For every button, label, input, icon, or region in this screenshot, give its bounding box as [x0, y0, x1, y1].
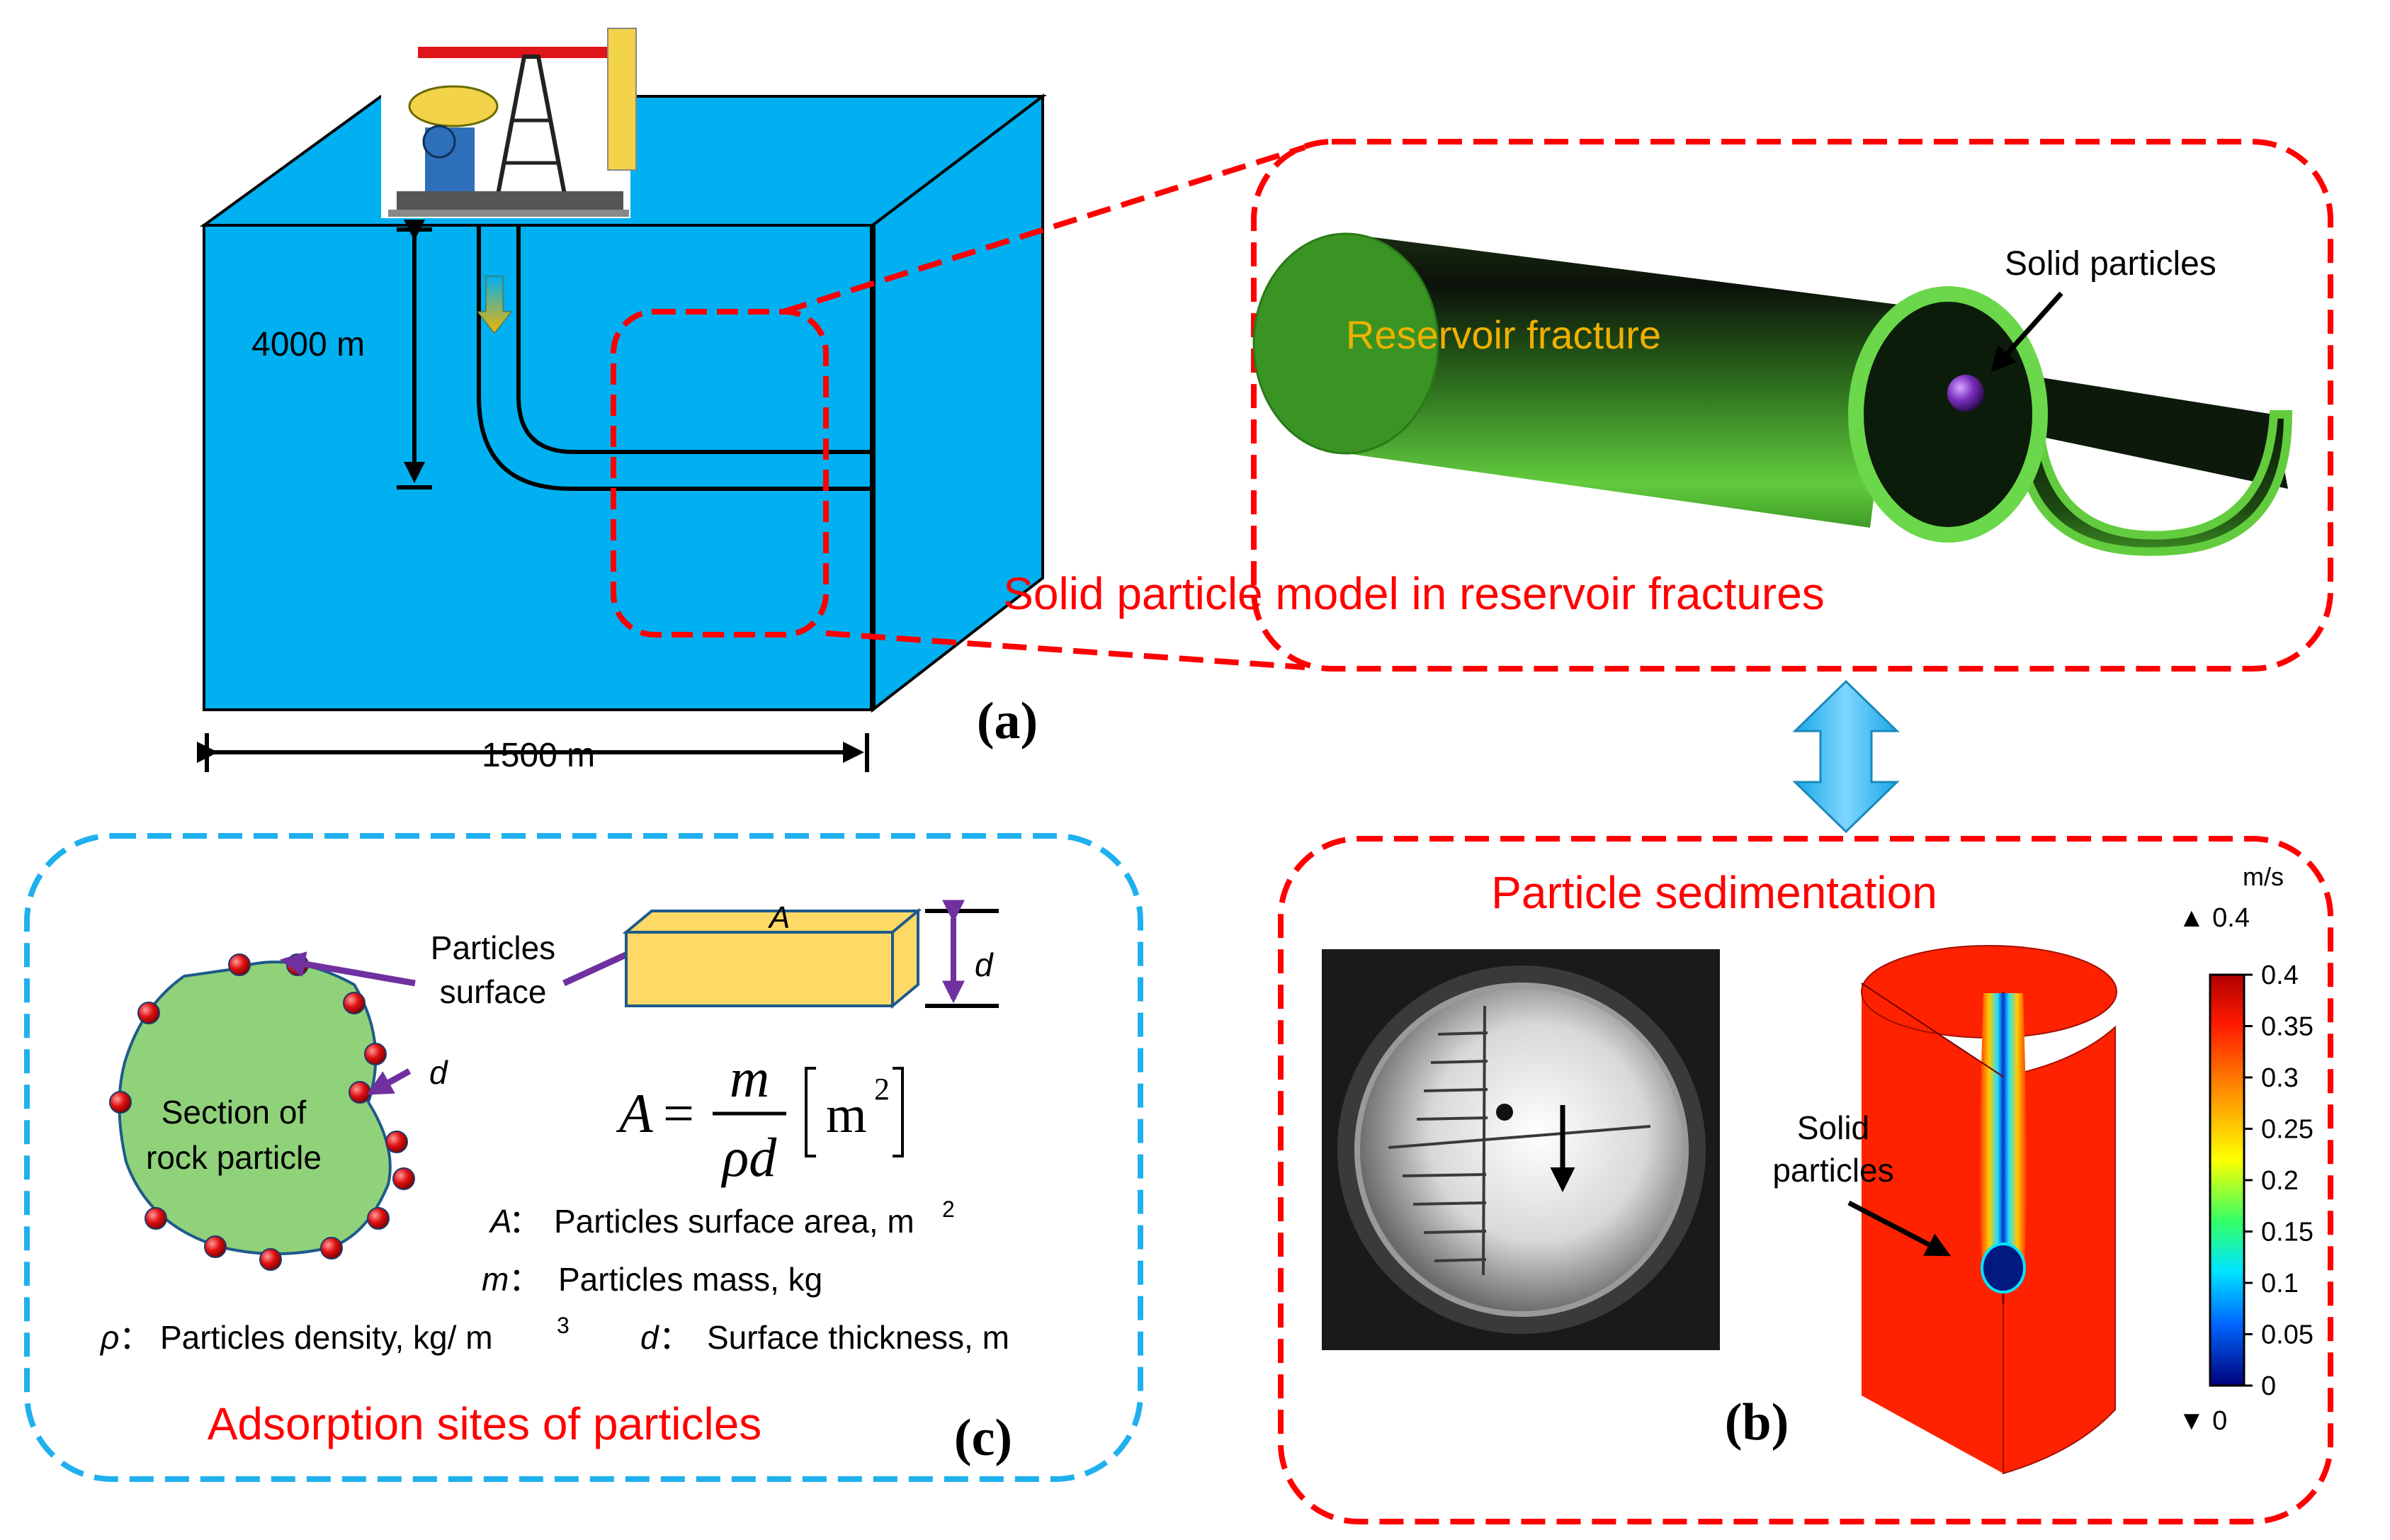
legend-text: Particles density, kg/ m [160, 1319, 493, 1356]
legend-separator: ： [659, 1319, 691, 1356]
legend-symbol: d [640, 1319, 659, 1356]
thickness-symbol-rock: d [429, 1054, 448, 1091]
section-label-2: rock particle [146, 1139, 322, 1176]
width-dimension [197, 733, 869, 772]
width-label: 1500 m [482, 737, 595, 774]
adsorption-site-dot [228, 953, 251, 976]
colorbar-ticks: 0.4 0.35 0.3 0.25 0.2 0.15 0.1 0.05 0 [2244, 961, 2313, 1401]
cfd-particle-label-2: particles [1772, 1152, 1893, 1189]
thickness-arrow-rock [366, 1068, 412, 1095]
legend-entry-mass: m ： Particles mass, kg [482, 1261, 822, 1298]
oil-rig-icon [381, 28, 637, 218]
adsorption-site-dot [109, 1091, 132, 1114]
cfd-particle-arrow [1847, 1200, 1952, 1257]
flow-down-arrow [476, 276, 513, 334]
legend-entry-area: A ： Particles surface area, m 2 [488, 1196, 955, 1240]
sedimentation-panel [1278, 836, 2333, 1524]
adsorption-site-dot [343, 992, 366, 1014]
fracture-model-panel [1251, 139, 2333, 672]
colorbar-tick-label: 0.35 [2261, 1012, 2313, 1042]
fracture-highlight-box [611, 309, 829, 638]
legend-symbol: A [488, 1203, 512, 1240]
colorbar-tick-label: 0.25 [2261, 1115, 2313, 1145]
formula-eq: = [663, 1082, 694, 1144]
experiment-photo [1322, 949, 1720, 1350]
formula-unit: m [826, 1086, 867, 1144]
adsorption-panel [24, 833, 1143, 1482]
colorbar-min-marker: ▼ 0 [2178, 1406, 2227, 1436]
section-label-1: Section of [162, 1094, 307, 1131]
fracture-label: Reservoir fracture [1346, 312, 1661, 357]
panel-c-label: (c) [954, 1409, 1012, 1467]
colorbar-tick-label: 0.05 [2261, 1320, 2313, 1350]
adsorption-site-dot [145, 1207, 167, 1230]
adsorption-site-dot [320, 1237, 343, 1259]
solid-particles-label: Solid particles [2005, 245, 2216, 283]
particle-pointer-arrow [1990, 291, 2063, 373]
particles-surface-label-1: Particles [431, 929, 555, 966]
cfd-particle-label-1: Solid [1797, 1109, 1869, 1146]
legend-text: Surface thickness, m [707, 1319, 1009, 1356]
depth-dimension [397, 220, 432, 489]
legend-symbol: m [482, 1261, 509, 1298]
adsorption-site-dot [364, 1043, 387, 1065]
colorbar-gradient [2209, 973, 2245, 1387]
double-arrow-icon [1792, 679, 1900, 834]
adsorption-site-dot [385, 1131, 408, 1153]
projection-line-top [782, 145, 1306, 315]
fracture-model-title: Solid particle model in reservoir fractu… [1003, 568, 1825, 619]
surface-block [622, 907, 922, 1009]
wellbore [477, 225, 873, 491]
colorbar-unit: m/s [2243, 862, 2284, 891]
adsorption-site-dot [137, 1002, 160, 1024]
colorbar-tick-label: 0.3 [2261, 1063, 2299, 1093]
adsorption-site-dot [259, 1248, 282, 1271]
colorbar: m/s ▲ 0.4 ▼ 0 0.40.350.30.250.20.150.10.… [2178, 862, 2313, 1436]
depth-label: 4000 m [251, 326, 365, 363]
adsorption-title: Adsorption sites of particles [208, 1398, 762, 1449]
colorbar-tick-label: 0.1 [2261, 1269, 2299, 1298]
colorbar-max-marker: ▲ 0.4 [2178, 903, 2250, 933]
formula-unit-exponent: 2 [874, 1072, 890, 1106]
legend-entry-thickness: d ： Surface thickness, m [640, 1319, 1009, 1356]
adsorption-site-dot [367, 1207, 390, 1230]
particles-surface-label-2: surface [440, 973, 547, 1010]
formula-lhs: A [616, 1082, 653, 1144]
legend-text: Particles surface area, m [554, 1203, 914, 1240]
area-formula: A = m ρd m 2 [616, 1047, 904, 1188]
adsorption-site-dot [204, 1235, 227, 1258]
thickness-symbol-block: d [975, 946, 994, 983]
colorbar-tick-label: 0 [2261, 1371, 2276, 1401]
colorbar-tick-label: 0.4 [2261, 961, 2299, 990]
legend-symbol: ρ [99, 1319, 119, 1356]
legend-entry-density: ρ ： Particles density, kg/ m 3 [99, 1313, 570, 1356]
formula-numerator: m [730, 1047, 769, 1109]
legend-text: Particles mass, kg [558, 1261, 822, 1298]
legend-superscript: 2 [942, 1196, 955, 1222]
panel-b-label: (b) [1725, 1393, 1789, 1451]
adsorption-site-dot [349, 1081, 371, 1104]
colorbar-tick-label: 0.15 [2261, 1218, 2313, 1247]
solid-particle-icon [1947, 375, 1984, 412]
surface-arrow-left [279, 951, 416, 987]
legend-separator: ： [119, 1319, 152, 1356]
sedimentation-title: Particle sedimentation [1491, 867, 1937, 918]
panel-a-label: (a) [977, 692, 1038, 750]
projection-line-bottom [825, 630, 1306, 670]
cfd-simulation [1861, 945, 2117, 1475]
legend-superscript: 3 [557, 1313, 570, 1338]
legend-separator: ： [509, 1203, 541, 1240]
legend-separator: ： [509, 1261, 541, 1298]
formula-denominator: ρd [721, 1126, 777, 1188]
adsorption-site-dot [392, 1167, 415, 1190]
colorbar-tick-label: 0.2 [2261, 1166, 2299, 1196]
block-front-face [203, 224, 874, 711]
area-symbol: A [767, 900, 790, 935]
